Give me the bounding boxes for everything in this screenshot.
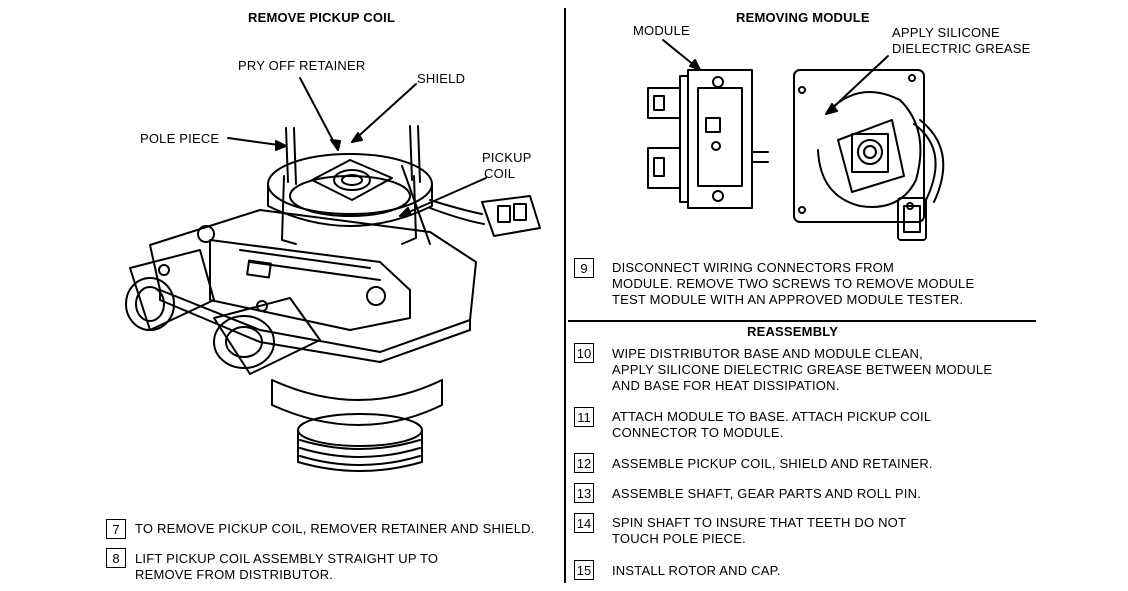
step-number-15: 15 xyxy=(574,560,594,580)
center-divider xyxy=(564,8,566,583)
step-7-text: TO REMOVE PICKUP COIL, REMOVER RETAINER … xyxy=(135,521,535,536)
step-13-text: ASSEMBLE SHAFT, GEAR PARTS AND ROLL PIN. xyxy=(612,486,922,501)
step-10-text: WIPE DISTRIBUTOR BASE AND MODULE CLEAN, … xyxy=(612,346,993,393)
label-pickup: PICKUP xyxy=(482,150,532,165)
label-pole-piece: POLE PIECE xyxy=(140,131,220,146)
step-14-text: SPIN SHAFT TO INSURE THAT TEETH DO NOT T… xyxy=(612,515,907,546)
label-pry-off-retainer: PRY OFF RETAINER xyxy=(238,58,366,73)
step-number-12: 12 xyxy=(574,453,594,473)
step-number-9: 9 xyxy=(574,258,594,278)
step-number-7: 7 xyxy=(106,519,126,539)
label-module: MODULE xyxy=(633,23,690,38)
step-number-11: 11 xyxy=(574,407,594,427)
label-grease-2: DIELECTRIC GREASE xyxy=(892,41,1031,56)
reassembly-divider xyxy=(568,320,1036,322)
step-number-13: 13 xyxy=(574,483,594,503)
step-number-14: 14 xyxy=(574,513,594,533)
remove-pickup-coil-title: REMOVE PICKUP COIL xyxy=(248,10,396,25)
step-number-10: 10 xyxy=(574,343,594,363)
step-15-text: INSTALL ROTOR AND CAP. xyxy=(612,563,781,578)
label-grease-1: APPLY SILICONE xyxy=(892,25,1000,40)
removing-module-title: REMOVING MODULE xyxy=(736,10,870,25)
step-11-text: ATTACH MODULE TO BASE. ATTACH PICKUP COI… xyxy=(612,409,932,440)
step-9-text: DISCONNECT WIRING CONNECTORS FROM MODULE… xyxy=(612,260,975,307)
step-number-8: 8 xyxy=(106,548,126,568)
label-shield: SHIELD xyxy=(417,71,466,86)
reassembly-title: REASSEMBLY xyxy=(747,324,839,339)
step-12-text: ASSEMBLE PICKUP COIL, SHIELD AND RETAINE… xyxy=(612,456,933,471)
step-8-text: LIFT PICKUP COIL ASSEMBLY STRAIGHT UP TO… xyxy=(135,551,439,582)
label-coil: COIL xyxy=(484,166,516,181)
